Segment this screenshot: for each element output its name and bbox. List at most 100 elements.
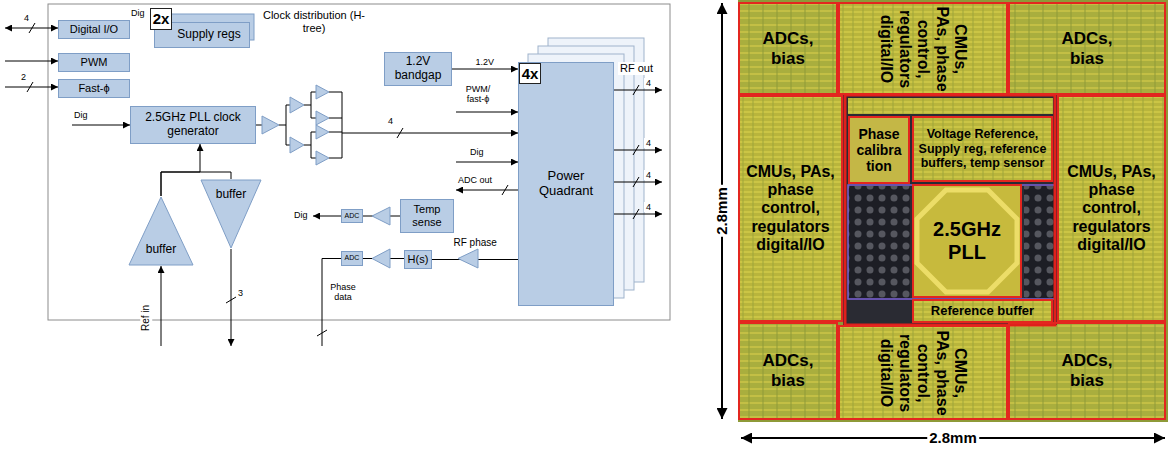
region-label: CMUs, PAs, phase control, regulators dig… bbox=[743, 163, 838, 255]
die-region: Reference buffer bbox=[912, 299, 1053, 323]
amplifier-symbol bbox=[917, 190, 1017, 292]
bus-width: 3 bbox=[238, 288, 243, 298]
bus-width: 4 bbox=[644, 138, 653, 148]
block-box: Fast-ϕ bbox=[58, 79, 130, 98]
wire-line bbox=[614, 90, 662, 91]
panel-rect bbox=[845, 95, 1055, 325]
amplifier-symbol bbox=[316, 151, 329, 165]
block-label: 2x bbox=[153, 10, 170, 27]
block-label: PWM bbox=[81, 56, 108, 69]
die-region: ADCs, bias bbox=[738, 2, 838, 95]
adc-box: ADC bbox=[341, 209, 363, 223]
wire-line bbox=[456, 112, 518, 113]
adc-box: ADC bbox=[341, 251, 363, 266]
die-region: CMUs, PAs, phase control, regulators dig… bbox=[838, 2, 1008, 95]
wire-line bbox=[614, 150, 662, 151]
wire-line bbox=[256, 125, 262, 126]
region-label: 2.5GHz PLL bbox=[927, 218, 1007, 264]
region-label: Voltage Reference, Supply reg, reference… bbox=[916, 127, 1049, 170]
region-label: Reference buffer bbox=[916, 304, 1049, 319]
die-region: CMUs, PAs, phase control, regulators dig… bbox=[838, 325, 1008, 420]
wire-line bbox=[456, 190, 518, 191]
region-label: ADCs, bias bbox=[753, 351, 823, 390]
region-label: CMUs, PAs, phase control, regulators dig… bbox=[1064, 163, 1159, 255]
amplifier-symbol bbox=[372, 249, 390, 268]
signal-name: Dig bbox=[294, 210, 308, 220]
wire-line bbox=[633, 145, 639, 155]
bus-width: 4 bbox=[24, 13, 29, 23]
wire-line bbox=[329, 92, 342, 93]
bus-width: 4 bbox=[644, 170, 653, 180]
amplifier-symbol bbox=[290, 137, 304, 153]
diagram-frame bbox=[48, 4, 670, 320]
clock-buffer-symbols bbox=[262, 85, 329, 165]
block-box: Digital I/O bbox=[58, 20, 130, 39]
wire-line bbox=[633, 209, 639, 219]
amplifier-symbol bbox=[372, 207, 390, 225]
block-label: ADC bbox=[345, 254, 360, 262]
signal-connector bbox=[452, 69, 518, 70]
section-title: Clock distribution (H-tree) bbox=[262, 9, 366, 34]
wire-line bbox=[161, 266, 162, 346]
wire-line bbox=[311, 132, 312, 158]
region-label: CMUs, PAs, phase control, regulators dig… bbox=[877, 330, 969, 416]
signal-name: RF out bbox=[618, 62, 655, 75]
wire-line bbox=[502, 185, 508, 195]
panel-rect bbox=[738, 0, 1168, 422]
region-label: ADCs, bias bbox=[1052, 29, 1122, 68]
die-photo bbox=[738, 0, 1168, 422]
wire-line bbox=[226, 297, 236, 303]
panel-rect bbox=[1057, 95, 1166, 322]
triangle-shape bbox=[129, 197, 193, 265]
wire-line bbox=[329, 132, 342, 133]
panel-rect bbox=[848, 98, 1053, 114]
block-box: Power Quadrant4x bbox=[518, 62, 614, 306]
signal-name: Ref in bbox=[140, 303, 152, 333]
signal-name: ADC out bbox=[458, 175, 492, 185]
block-label: Supply regs bbox=[177, 28, 240, 42]
panel-rect bbox=[848, 116, 910, 184]
amplifier-symbol bbox=[262, 116, 279, 134]
amplifier-symbol bbox=[290, 97, 304, 113]
wire-line bbox=[72, 125, 130, 126]
die-region: ADCs, bias bbox=[1008, 2, 1166, 95]
die-region: CMUs, PAs, phase control, regulators dig… bbox=[738, 95, 843, 322]
amplifier-symbol bbox=[316, 125, 329, 139]
die-region: 2.5GHz PLL bbox=[912, 184, 1022, 298]
die-region: ADCs, bias bbox=[1008, 322, 1166, 420]
wire-line bbox=[317, 330, 327, 336]
signal-name: Dig bbox=[470, 147, 484, 157]
edge-label: RF phase bbox=[453, 237, 498, 249]
edge-label: 1.2V bbox=[475, 57, 496, 67]
panel-rect bbox=[848, 186, 910, 298]
panel-rect bbox=[848, 185, 1055, 299]
block-box: PWM bbox=[58, 53, 130, 72]
panel-rect bbox=[838, 325, 1008, 420]
filter-box: H(s) bbox=[404, 250, 432, 269]
bus-width: 4 bbox=[644, 78, 653, 88]
block-label: Digital I/O bbox=[70, 23, 118, 36]
block-box: 1.2V bandgap bbox=[384, 52, 452, 86]
panel-rect bbox=[843, 95, 1057, 325]
block-label: Power Quadrant bbox=[523, 169, 609, 199]
block-label: H(s) bbox=[408, 253, 429, 266]
wire-line bbox=[286, 105, 287, 145]
signal-name: PWM/ fast-ϕ bbox=[458, 84, 498, 105]
bus-width: 4 bbox=[644, 202, 653, 212]
amplifier-symbol bbox=[458, 249, 478, 268]
wire-line bbox=[342, 92, 343, 158]
wire-line bbox=[329, 158, 342, 159]
panel-rect bbox=[1024, 186, 1055, 298]
wire-line bbox=[286, 145, 290, 146]
wire-line bbox=[633, 177, 639, 187]
count-badge: 2x bbox=[150, 8, 172, 30]
region-label: CMUs, PAs, phase control, regulators dig… bbox=[877, 6, 969, 92]
panel-rect bbox=[1008, 322, 1166, 420]
wire-line bbox=[5, 61, 58, 62]
wire-line bbox=[397, 128, 403, 138]
signal-connector bbox=[161, 144, 200, 196]
wire-line bbox=[311, 92, 316, 93]
wire-line bbox=[311, 92, 312, 118]
signal-wires bbox=[5, 23, 662, 346]
